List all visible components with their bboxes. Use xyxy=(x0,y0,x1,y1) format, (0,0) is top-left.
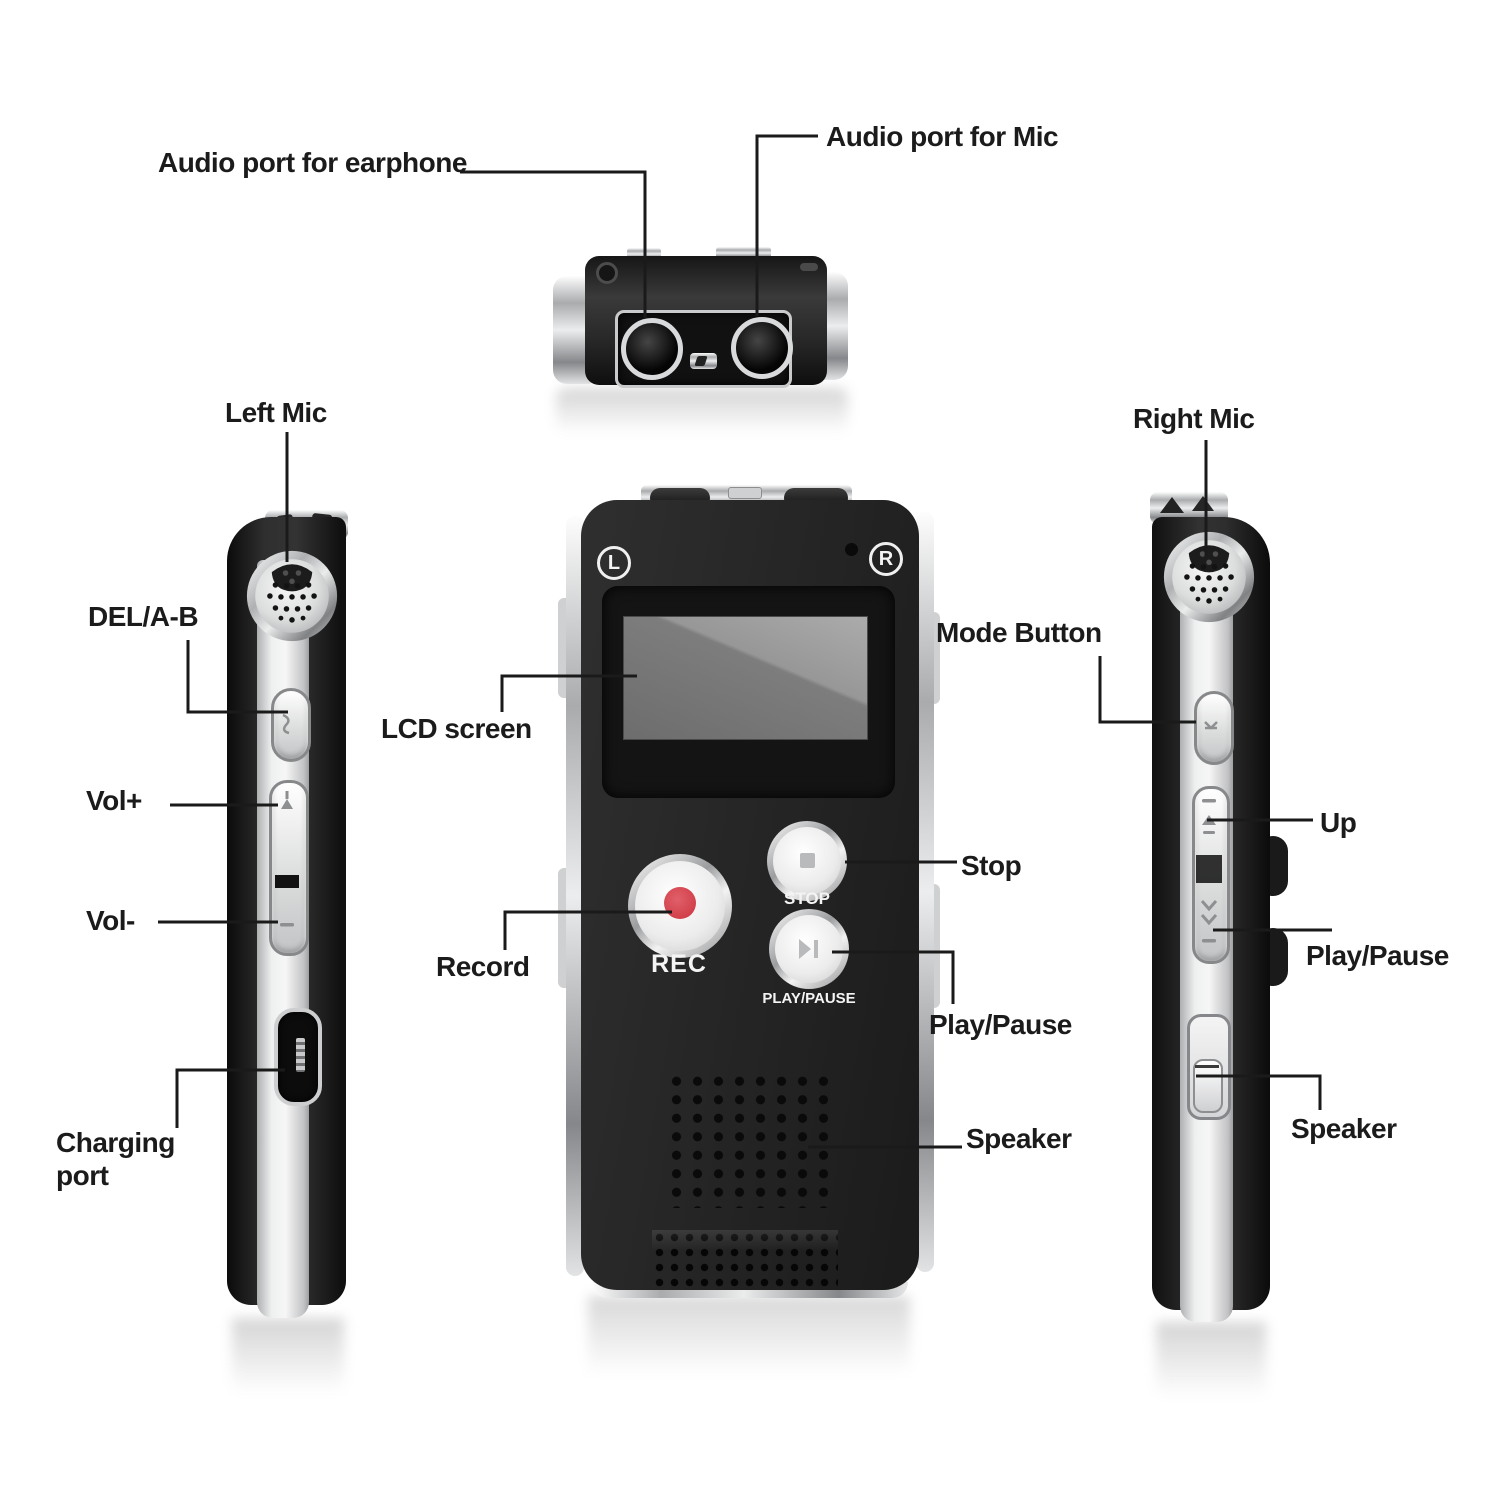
stop-button-front xyxy=(767,821,847,901)
label-play-pause-front: Play/Pause xyxy=(929,1009,1072,1040)
speaker-switch-right-side xyxy=(1187,1014,1231,1120)
label-charging-port: Charging port xyxy=(56,1127,175,1192)
volume-rocker-icons xyxy=(275,791,299,927)
label-lcd-screen: LCD screen xyxy=(381,713,532,744)
left-view-reflection xyxy=(232,1318,344,1394)
label-vol-plus: Vol+ xyxy=(86,785,142,816)
del-ab-icon xyxy=(282,713,290,735)
indicator-hole xyxy=(845,543,858,556)
rocker-window xyxy=(275,875,299,888)
label-up: Up xyxy=(1320,807,1357,838)
down-chevron-icon-2 xyxy=(1200,914,1218,926)
play-pause-icon xyxy=(799,939,818,959)
down-chevron-icon-1 xyxy=(1200,900,1218,912)
top-view-screw-detail xyxy=(596,262,618,284)
stop-square-icon xyxy=(800,853,815,868)
usb-charging-port-left-side xyxy=(274,1008,322,1106)
usb-port-pins xyxy=(296,1038,305,1072)
volume-rocker-left-side xyxy=(269,780,309,956)
up-arrow-icon xyxy=(1202,815,1216,825)
speaker-grille-front xyxy=(666,1072,828,1208)
front-right-chrome-edge xyxy=(916,512,934,1272)
right-view-cap-mark-2 xyxy=(1192,496,1214,511)
rec-red-dot xyxy=(664,887,696,919)
nav-rocker-right-side xyxy=(1192,786,1230,964)
mode-button-icon xyxy=(1204,721,1218,730)
left-channel-letter: L xyxy=(607,552,621,574)
right-channel-badge: R xyxy=(869,542,903,576)
label-stop: Stop xyxy=(961,850,1022,881)
label-mic-port: Audio port for Mic xyxy=(826,121,1059,152)
label-left-mic: Left Mic xyxy=(225,397,327,428)
rocker-shine-window xyxy=(1196,855,1222,883)
label-speaker-side: Speaker xyxy=(1291,1113,1397,1144)
right-channel-letter: R xyxy=(878,548,894,570)
right-view-reflection xyxy=(1156,1322,1266,1398)
rec-button-label: REC xyxy=(651,950,707,978)
top-view-reflection xyxy=(556,388,848,434)
right-mic-capsule xyxy=(1163,531,1255,623)
label-del-ab: DEL/A-B xyxy=(88,601,199,632)
top-view-vent-detail xyxy=(800,263,818,271)
label-earphone-port: Audio port for earphone xyxy=(158,147,467,178)
mode-button-right-side xyxy=(1194,691,1234,765)
vol-plus-icon xyxy=(281,799,293,809)
label-speaker-front: Speaker xyxy=(966,1123,1072,1154)
label-vol-minus: Vol- xyxy=(86,905,135,936)
earphone-jack-top-view xyxy=(621,318,683,380)
label-play-pause-side: Play/Pause xyxy=(1306,940,1449,971)
right-view-cap-mark xyxy=(1160,497,1184,513)
vol-minus-icon xyxy=(280,923,294,927)
front-view-reflection xyxy=(588,1296,910,1376)
label-record: Record xyxy=(436,951,530,982)
lcd-screen-front xyxy=(623,616,868,740)
label-right-mic: Right Mic xyxy=(1133,403,1255,434)
mic-jack-top-view xyxy=(731,317,793,379)
play-pause-button-label: PLAY/PAUSE xyxy=(762,990,856,1007)
del-ab-button-left-side xyxy=(271,688,311,762)
nav-rocker-icons xyxy=(1196,799,1222,943)
speaker-grille-bottom xyxy=(652,1230,838,1288)
left-mic-capsule xyxy=(246,550,338,642)
play-pause-button-front xyxy=(769,909,849,989)
stop-button-label: STOP xyxy=(784,889,830,908)
left-channel-badge: L xyxy=(597,546,631,580)
label-mode-button: Mode Button xyxy=(936,617,1102,648)
speaker-switch-line xyxy=(1195,1065,1219,1068)
front-top-switch-notch xyxy=(728,487,762,499)
rec-button-front xyxy=(628,854,732,958)
